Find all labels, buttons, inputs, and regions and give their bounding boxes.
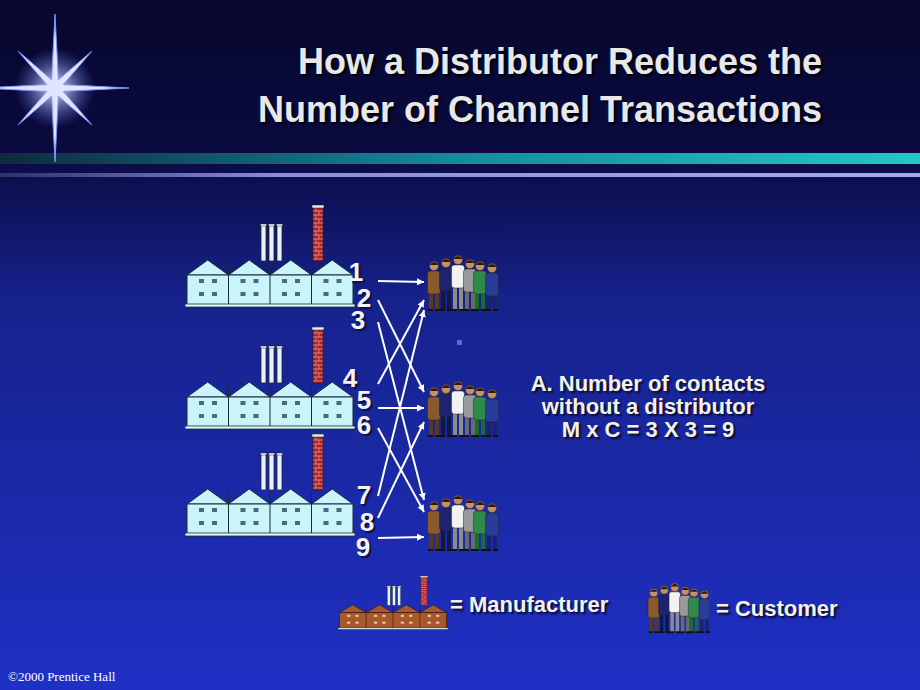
customer-illustration xyxy=(645,582,715,634)
callout-number: 7 xyxy=(357,482,371,508)
contact-arrow xyxy=(378,322,424,500)
text-line: How a Distributor Reduces the xyxy=(150,38,822,86)
copyright: ©2000 Prentice Hall xyxy=(8,669,115,684)
formula-note: A. Number of contacts without a distribu… xyxy=(498,372,798,441)
callout-number: 4 xyxy=(343,365,357,391)
callout-number: 8 xyxy=(360,509,374,535)
text-line: M x C = 3 X 3 = 9 xyxy=(498,418,798,441)
customer-illustration xyxy=(424,254,504,312)
factory-icon xyxy=(185,205,355,308)
manufacturer-node xyxy=(185,434,378,544)
factory-illustration xyxy=(185,327,355,430)
factory-icon xyxy=(185,327,355,430)
contact-arrow xyxy=(378,407,424,409)
callout-number: 1 xyxy=(349,259,363,285)
customer-illustration xyxy=(424,494,504,552)
customer-node xyxy=(424,380,504,438)
slide-title: How a Distributor Reduces the Number of … xyxy=(150,38,822,134)
contact-arrow xyxy=(378,422,424,518)
customer-node xyxy=(424,494,504,552)
contact-arrow xyxy=(378,537,424,538)
callout-number: 5 xyxy=(357,387,371,413)
text-line: without a distributor xyxy=(498,395,798,418)
legend-text: = Manufacturer xyxy=(450,592,608,618)
callout-number: 9 xyxy=(356,534,370,560)
factory-illustration xyxy=(185,434,355,537)
customer-node xyxy=(424,254,504,312)
factory-icon xyxy=(185,434,355,537)
contact-arrow xyxy=(378,281,424,282)
legend-text: = Customer xyxy=(716,596,838,622)
customer-icon xyxy=(424,254,504,312)
factory-illustration xyxy=(338,576,448,630)
callout-number: 3 xyxy=(351,307,365,333)
header-bar xyxy=(0,153,920,164)
header-line xyxy=(0,173,920,177)
callout-number: 6 xyxy=(357,412,371,438)
factory-illustration xyxy=(185,205,355,308)
customer-illustration xyxy=(424,380,504,438)
text-line: A. Number of contacts xyxy=(498,372,798,395)
customer-icon xyxy=(424,380,504,438)
dot xyxy=(457,340,462,345)
legend-customer-icon xyxy=(645,582,715,634)
customer-icon xyxy=(424,494,504,552)
text-line: Number of Channel Transactions xyxy=(150,86,822,134)
legend-factory-icon xyxy=(338,576,448,630)
star-burst xyxy=(0,14,129,162)
